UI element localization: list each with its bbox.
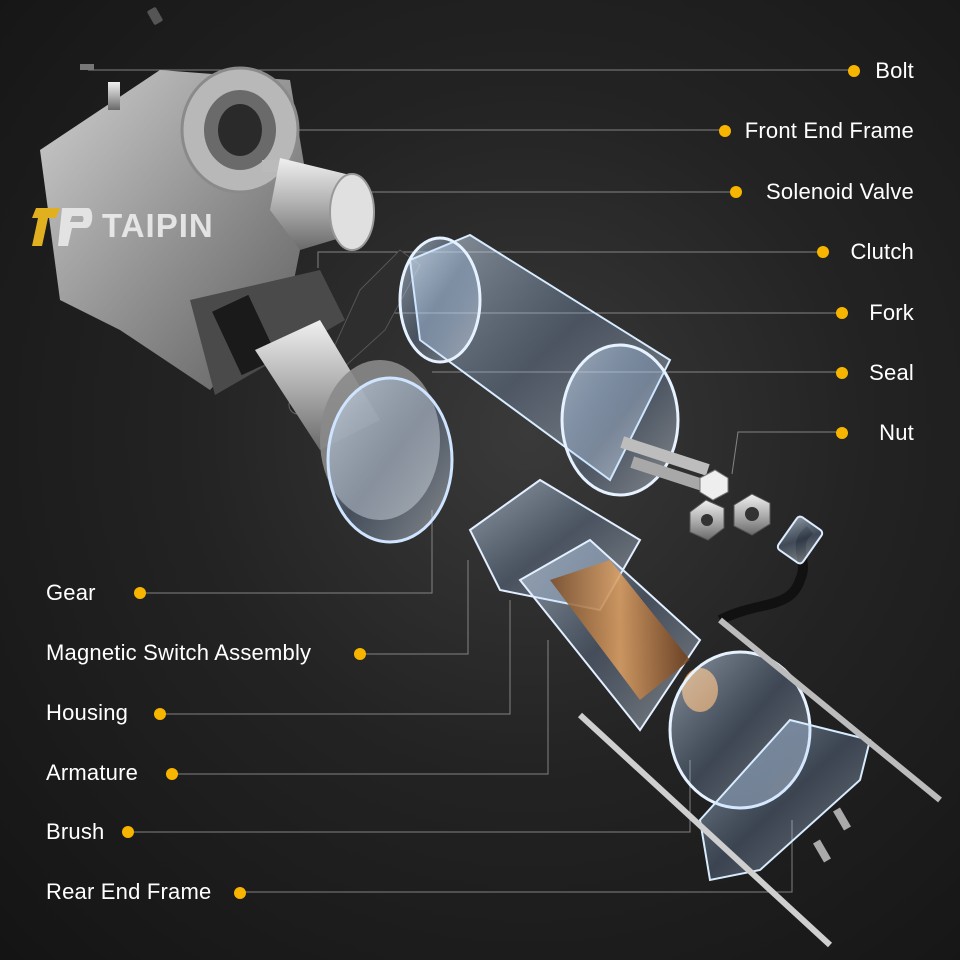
- label-front-end-frame: Front End Frame: [744, 118, 914, 143]
- dot-gear: [134, 587, 146, 599]
- leader-housing: [160, 600, 511, 715]
- nut-part: [689, 469, 771, 541]
- dot-solenoid-valve: [730, 186, 742, 198]
- clutch-part: [255, 320, 454, 544]
- leader-rear-end-frame: [240, 820, 793, 893]
- dot-housing: [154, 708, 166, 720]
- label-clutch: Clutch: [850, 239, 914, 264]
- dot-bolt: [848, 65, 860, 77]
- dot-armature: [166, 768, 178, 780]
- leader-gear: [140, 510, 433, 594]
- dot-magnetic-switch: [354, 648, 366, 660]
- leader-armature: [172, 640, 549, 775]
- leader-nut: [731, 431, 841, 475]
- dot-nut: [836, 427, 848, 439]
- dot-seal: [836, 367, 848, 379]
- bolt-part: [80, 7, 163, 110]
- label-armature: Armature: [46, 760, 139, 785]
- leader-clutch: [317, 251, 822, 268]
- leader-magnetic-switch: [360, 560, 469, 655]
- front-end-frame-part: [40, 66, 345, 395]
- rear-end-frame-part: [668, 650, 872, 882]
- seal-part: [717, 515, 824, 625]
- label-bolt: Bolt: [875, 58, 914, 83]
- label-nut: Nut: [879, 420, 914, 445]
- brand-logo: TAIPIN: [30, 196, 214, 256]
- label-fork: Fork: [869, 300, 914, 325]
- label-housing: Housing: [46, 700, 129, 725]
- dot-rear-end-frame: [234, 887, 246, 899]
- magnetic-switch-part: [398, 233, 720, 497]
- solenoid-valve-part: [262, 158, 375, 251]
- dot-clutch: [817, 246, 829, 258]
- label-seal: Seal: [869, 360, 914, 385]
- label-rear-end-frame: Rear End Frame: [46, 879, 212, 904]
- label-gear: Gear: [46, 580, 96, 605]
- dot-fork: [836, 307, 848, 319]
- brand-logo-text: TAIPIN: [102, 207, 214, 244]
- dot-brush: [122, 826, 134, 838]
- label-magnetic-switch-assembly: Magnetic Switch Assembly: [46, 640, 312, 665]
- label-brush: Brush: [46, 819, 105, 844]
- label-dots: [122, 65, 860, 899]
- dot-front-end-frame: [719, 125, 731, 137]
- brand-logo-icon: [32, 208, 93, 246]
- label-solenoid-valve: Solenoid Valve: [766, 179, 914, 204]
- leader-brush: [128, 760, 691, 833]
- brush-part: [577, 617, 942, 948]
